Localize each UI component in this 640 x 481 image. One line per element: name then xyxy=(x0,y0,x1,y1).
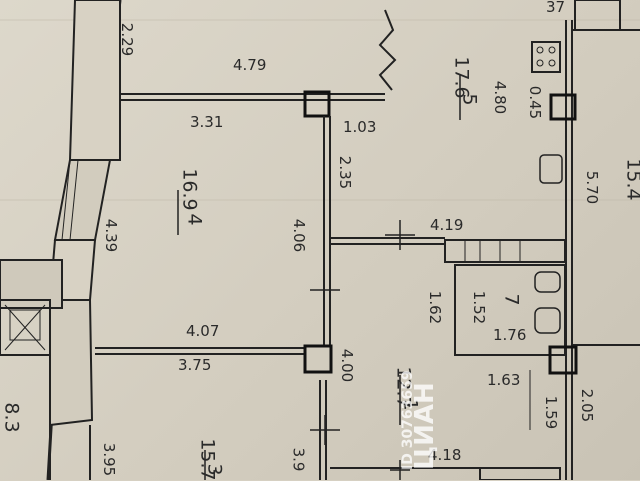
room-number: 7 xyxy=(500,293,523,306)
dimension-label: 1.63 xyxy=(487,371,521,389)
dimension-label: 15.4 xyxy=(622,158,640,201)
dimension-label: 1.52 xyxy=(470,290,489,325)
dimension-label: 3.75 xyxy=(178,356,212,374)
dimension-label: 2.29 xyxy=(118,22,137,57)
dimension-label: 1.03 xyxy=(343,118,377,136)
dimension-label: 1.62 xyxy=(426,290,445,325)
dimension-label: 0.45 xyxy=(526,85,545,120)
dimension-label: 4.06 xyxy=(290,218,309,253)
dimension-label: 1.76 xyxy=(493,326,527,344)
room-number: 3 xyxy=(203,463,226,476)
room-number: 4 xyxy=(183,213,206,226)
dimension-label: 3.95 xyxy=(100,442,119,477)
dimension-label: 3.31 xyxy=(190,113,224,131)
dimension-label: 2.35 xyxy=(336,155,355,190)
room-area: 17.6 xyxy=(450,56,473,99)
dimension-label: 37 xyxy=(546,0,566,16)
dimension-label: 4.39 xyxy=(102,218,121,253)
dimension-label: 8.3 xyxy=(0,402,23,433)
room-number: 5 xyxy=(458,93,481,106)
dimension-label: 5.70 xyxy=(583,170,602,205)
dimension-label: 4.19 xyxy=(430,216,464,234)
dimension-label: 4.18 xyxy=(428,446,462,464)
dimension-label: 4.79 xyxy=(233,56,267,74)
dimension-label: 4.07 xyxy=(186,322,220,340)
dimension-label: 4.00 xyxy=(338,348,357,383)
dimension-label: 4.80 xyxy=(491,80,510,115)
dimension-label: 1.59 xyxy=(542,395,561,430)
watermark-id: ID 30763659 xyxy=(400,370,416,470)
dimension-label: 2.05 xyxy=(578,388,597,423)
room-area: 16.9 xyxy=(178,168,201,211)
dimension-label: 3.9 xyxy=(289,447,308,472)
